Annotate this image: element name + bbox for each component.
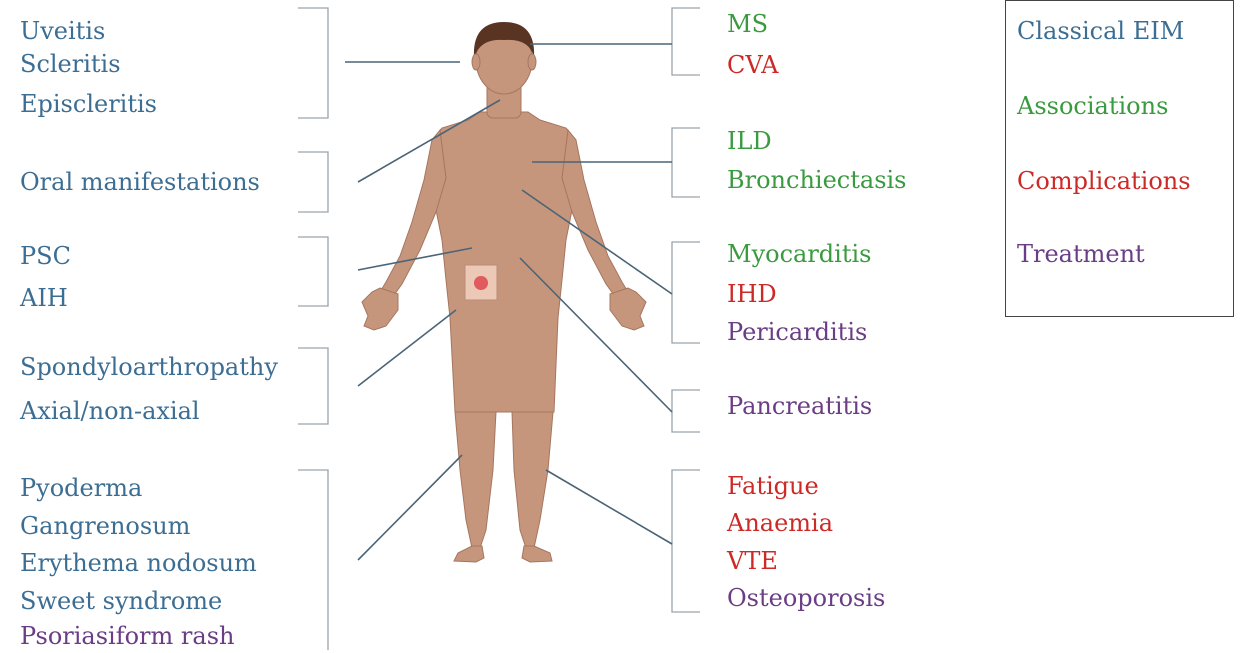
left-brackets [298,8,328,650]
label-pancreatitis: Pancreatitis [727,392,872,420]
human-body-figure [362,82,646,562]
left-leg [455,412,496,548]
connector-systemic [546,470,672,544]
label-vte: VTE [727,547,778,575]
label-fatigue: Fatigue [727,472,819,500]
legend-box [1005,0,1234,317]
label-aih: AIH [20,284,68,312]
left-ear [472,54,480,70]
label-anaemia: Anaemia [727,509,833,537]
legend-classical-eim: Classical EIM [1017,17,1184,45]
left-hand [362,288,398,330]
patch-dot [474,276,488,290]
label-spondyloarthropathy: Spondyloarthropathy [20,353,278,381]
label-ihd: IHD [727,280,777,308]
right-leg [512,412,553,548]
label-psoriasiform-rash: Psoriasiform rash [20,622,234,650]
label-pericarditis: Pericarditis [727,318,867,346]
left-foot [454,546,484,562]
right-foot [522,546,552,562]
right-hand [610,288,646,330]
torso [432,112,576,412]
label-oral-manifestations: Oral manifestations [20,168,260,196]
legend-associations: Associations [1017,92,1168,120]
label-episcleritis: Episcleritis [20,90,157,118]
right-ear [528,54,536,70]
label-osteoporosis: Osteoporosis [727,584,885,612]
label-ild: ILD [727,127,772,155]
connector-skin [358,455,462,560]
legend-treatment: Treatment [1017,240,1145,268]
label-scleritis: Scleritis [20,50,121,78]
label-erythema-nodosum: Erythema nodosum [20,549,257,577]
label-ms: MS [727,10,768,38]
label-uveitis: Uveitis [20,17,105,45]
label-sweet-syndrome: Sweet syndrome [20,587,222,615]
label-pyoderma: Pyoderma [20,474,142,502]
label-psc: PSC [20,242,71,270]
label-axial-non-axial: Axial/non-axial [20,397,200,425]
left-arm [380,130,446,298]
right-arm [562,130,628,298]
label-bronchiectasis: Bronchiectasis [727,166,907,194]
label-myocarditis: Myocarditis [727,240,871,268]
right-brackets [672,8,700,612]
label-cva: CVA [727,51,778,79]
legend-complications: Complications [1017,167,1191,195]
label-gangrenosum: Gangrenosum [20,512,190,540]
